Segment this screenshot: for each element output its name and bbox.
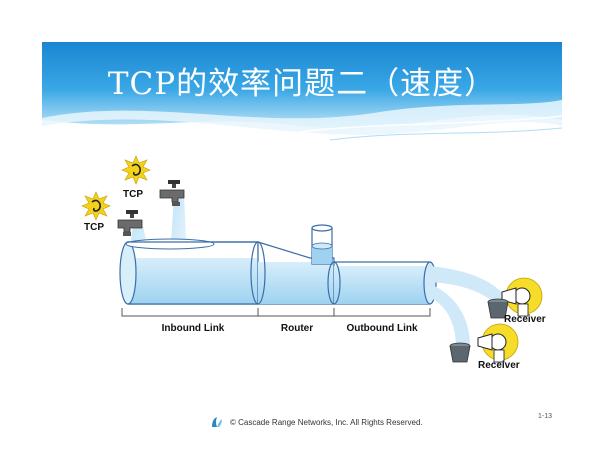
cascade-logo-icon bbox=[212, 417, 222, 427]
faucet-icon bbox=[117, 210, 143, 236]
bucket-icon bbox=[487, 298, 509, 319]
outbound-link-label: Outbound Link bbox=[346, 323, 418, 334]
router-label: Router bbox=[281, 323, 313, 334]
receiver-person-icon bbox=[501, 277, 543, 317]
receiver-label-2: Receiver bbox=[478, 360, 520, 371]
outflow-stream-lower bbox=[430, 284, 470, 346]
tcp-label-lower: TCP bbox=[84, 222, 104, 233]
tcp-label-upper: TCP bbox=[123, 189, 143, 200]
inbound-link-label: Inbound Link bbox=[162, 323, 225, 334]
outbound-pipe bbox=[327, 261, 437, 305]
copyright-text: © Cascade Range Networks, Inc. All Right… bbox=[230, 417, 423, 427]
speaker-icon bbox=[121, 155, 151, 185]
receiver-label-1: Receiver bbox=[504, 314, 546, 325]
router-pipe bbox=[250, 224, 335, 305]
section-bracket bbox=[121, 308, 431, 317]
faucet-icon bbox=[159, 180, 185, 206]
speaker-icon bbox=[81, 191, 111, 221]
footer: © Cascade Range Networks, Inc. All Right… bbox=[210, 412, 423, 432]
receiver-person-icon bbox=[477, 323, 519, 363]
inbound-pipe bbox=[119, 238, 259, 305]
page-number: 1-13 bbox=[538, 413, 553, 420]
outflow-stream-upper bbox=[430, 266, 508, 304]
bucket-icon bbox=[449, 342, 471, 363]
page-title: TCP的效率问题二（速度） bbox=[107, 65, 497, 102]
